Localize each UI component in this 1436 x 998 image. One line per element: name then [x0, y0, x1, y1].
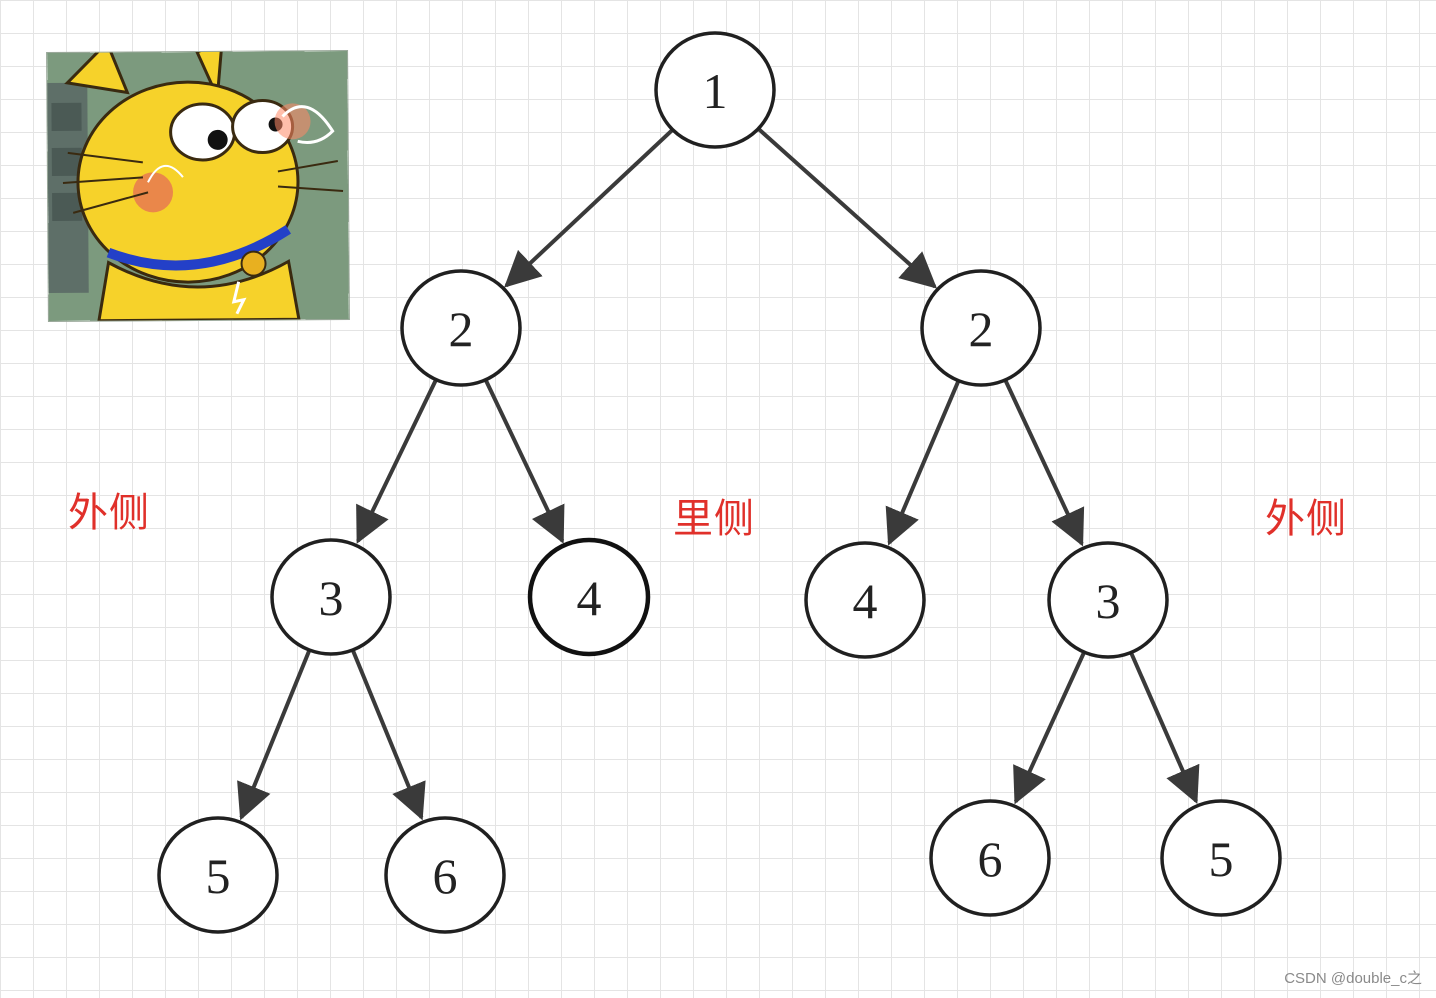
edge-n2l-to-n4l-arrow [484, 379, 565, 544]
edge-n3r-to-n5r-arrow [1129, 652, 1200, 804]
tree-node-n5r: 5 [1160, 799, 1282, 917]
edge-n1-to-n2l-arrow [504, 128, 675, 288]
edge-n2l-to-n3l-arrow [356, 379, 438, 544]
tree-edges [237, 127, 1200, 821]
tree-node-n6r: 6 [929, 799, 1051, 917]
node-circle [929, 799, 1051, 917]
edge-n3l-to-n6l-arrow [351, 649, 426, 821]
edge-n3l-to-n5l-arrow [237, 649, 312, 821]
tree-node-n4r: 4 [804, 541, 926, 659]
inner-side-label: 里侧 [673, 496, 755, 542]
edge-n2r-to-n3r-arrow [1003, 379, 1085, 547]
node-circle [1047, 541, 1169, 659]
node-label: 4 [577, 570, 602, 626]
edge-n2r-to-n4r-arrow [885, 380, 961, 546]
node-label: 1 [703, 63, 728, 119]
tree-node-n3l: 3 [270, 538, 392, 656]
node-circle [270, 538, 392, 656]
tree-node-n1: 1 [654, 31, 776, 149]
node-label: 3 [1096, 573, 1121, 629]
cartoon-cat-sticker-image [47, 39, 349, 323]
node-label: 2 [449, 301, 474, 357]
node-circle [1160, 799, 1282, 917]
outer-side-label-left: 外侧 [68, 490, 150, 536]
tree-node-n2l: 2 [400, 269, 522, 387]
tree-node-n6l: 6 [384, 816, 506, 934]
tree-nodes: 1 2 2 3 4 4 3 5 6 6 5 [157, 31, 1282, 934]
tree-node-n5l: 5 [157, 816, 279, 934]
node-circle [157, 816, 279, 934]
node-label: 3 [319, 570, 344, 626]
node-circle [400, 269, 522, 387]
tree-node-n2r: 2 [920, 269, 1042, 387]
node-circle [654, 31, 776, 149]
outer-side-label-right: 外侧 [1265, 496, 1347, 542]
cartoon-cat-icon [47, 39, 349, 323]
node-label: 6 [978, 831, 1003, 887]
node-circle [920, 269, 1042, 387]
node-label: 5 [206, 848, 231, 904]
csdn-watermark: CSDN @double_c之 [1284, 970, 1422, 987]
node-label: 5 [1209, 831, 1234, 887]
node-label: 6 [433, 848, 458, 904]
node-label: 4 [853, 573, 878, 629]
edge-n1-to-n2r-arrow [756, 127, 938, 289]
tree-node-n3r: 3 [1047, 541, 1169, 659]
node-circle [527, 537, 651, 657]
node-label: 2 [969, 301, 994, 357]
edge-n3r-to-n6r-arrow [1013, 651, 1086, 805]
node-circle [384, 816, 506, 934]
node-circle [804, 541, 926, 659]
tree-node-n4l: 4 [527, 537, 651, 657]
